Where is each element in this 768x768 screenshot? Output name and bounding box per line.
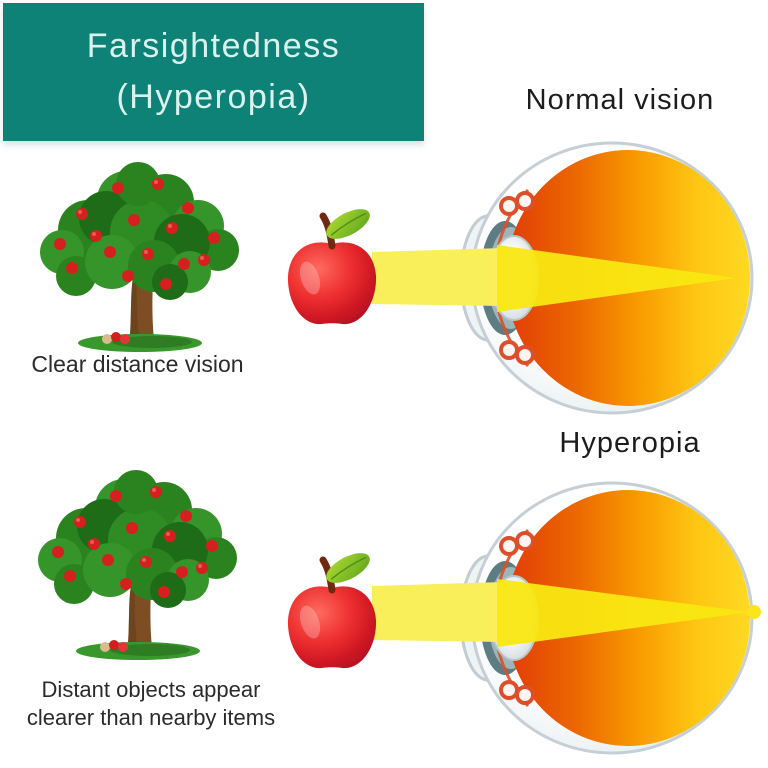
hyperopia-caption-line-2: clearer than nearby items xyxy=(26,705,276,730)
normal-vision-caption: Clear distance vision xyxy=(31,351,244,377)
apple-hyperopia-illustration xyxy=(288,547,376,668)
light-beam-hyperopia xyxy=(372,579,761,647)
hyperopia-caption-line-1: Distant objects appear xyxy=(41,677,261,702)
hyperopia-caption: Distant objects appear clearer than near… xyxy=(0,676,302,732)
title-line-1: Farsightedness xyxy=(86,27,341,65)
apple-tree-hyperopia-illustration xyxy=(38,470,237,660)
normal-vision-label: Normal vision xyxy=(525,84,715,116)
title-line-2: (Hyperopia) xyxy=(116,78,311,116)
apple-normal-illustration xyxy=(288,203,376,324)
focal-point-dot xyxy=(747,605,761,619)
light-beam-normal xyxy=(372,245,736,312)
title-banner: Farsightedness (Hyperopia) xyxy=(3,3,424,141)
hyperopia-label: Hyperopia xyxy=(559,427,701,459)
apple-tree-normal-illustration xyxy=(40,162,239,352)
